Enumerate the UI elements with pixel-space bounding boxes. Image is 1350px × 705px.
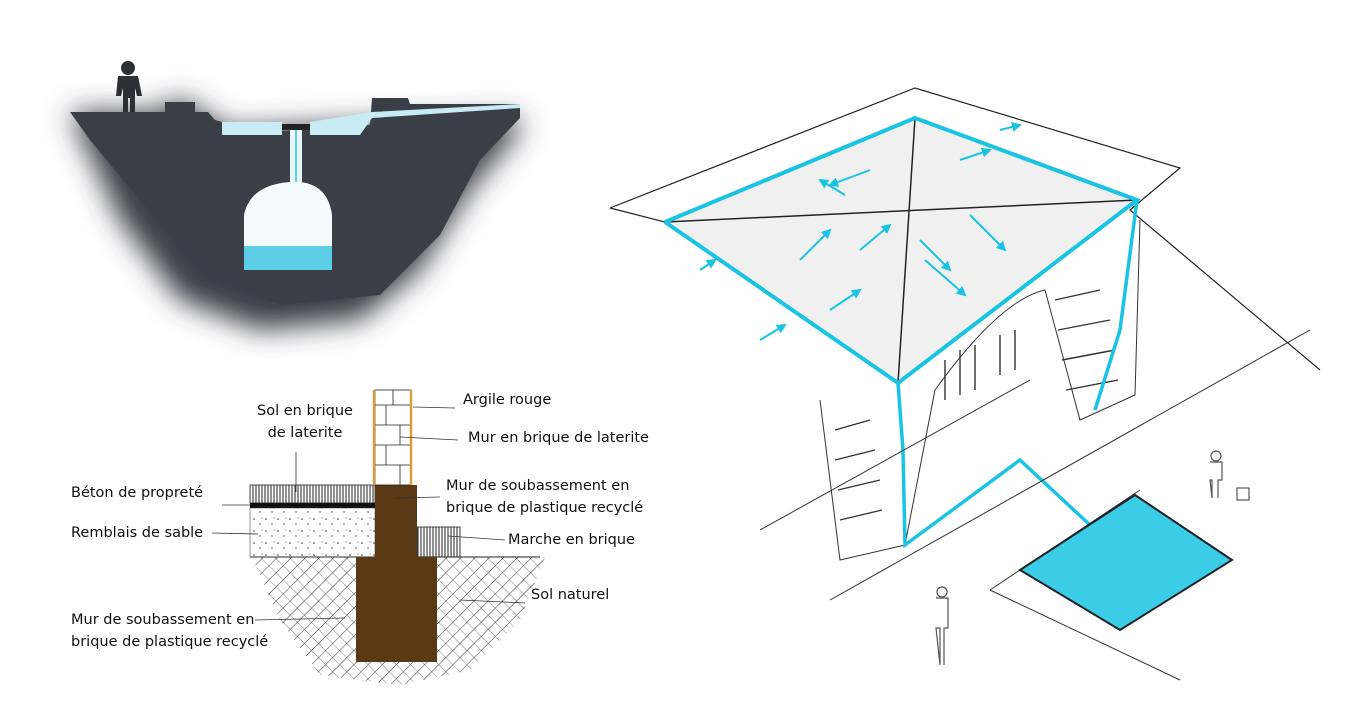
label-mur-soubassement-lower-line1: Mur de soubassement en <box>71 612 255 628</box>
label-mur-soubassement-upper-line2: brique de plastique recyclé <box>446 500 644 516</box>
rainwater-pool <box>1018 493 1234 632</box>
plastic-brick-wall-lower <box>356 557 437 662</box>
sand-fill <box>249 507 376 558</box>
label-mur-soubassement-lower-line2: brique de plastique recyclé <box>71 634 269 650</box>
label-marche-brique: Marche en brique <box>508 532 635 548</box>
label-sol-naturel: Sol naturel <box>531 587 610 603</box>
runoff-arrows <box>699 122 1022 341</box>
ground-lines <box>759 329 1311 681</box>
concrete-bed <box>250 503 375 508</box>
label-argile-rouge: Argile rouge <box>463 392 552 408</box>
plastic-brick-wall-upper <box>375 485 417 557</box>
building-walls <box>819 219 1141 561</box>
person-sketch-icon <box>935 450 1250 666</box>
downpipes <box>896 199 1139 549</box>
roof-ridges <box>664 117 1138 384</box>
roof-eaves <box>609 87 1321 384</box>
label-beton-proprete: Béton de propreté <box>71 485 204 501</box>
label-remblais-sable: Remblais de sable <box>71 525 204 541</box>
label-mur-soubassement-upper-line1: Mur de soubassement en <box>446 478 630 494</box>
leader-lines <box>211 406 526 621</box>
stored-water <box>244 246 332 270</box>
label-sol-brique-line2: de laterite <box>267 425 343 441</box>
person-silhouette-icon <box>116 61 142 112</box>
label-sol-brique-line1: Sol en brique <box>257 403 353 419</box>
cistern-tank <box>244 182 332 270</box>
label-mur-laterite: Mur en brique de laterite <box>468 430 649 446</box>
